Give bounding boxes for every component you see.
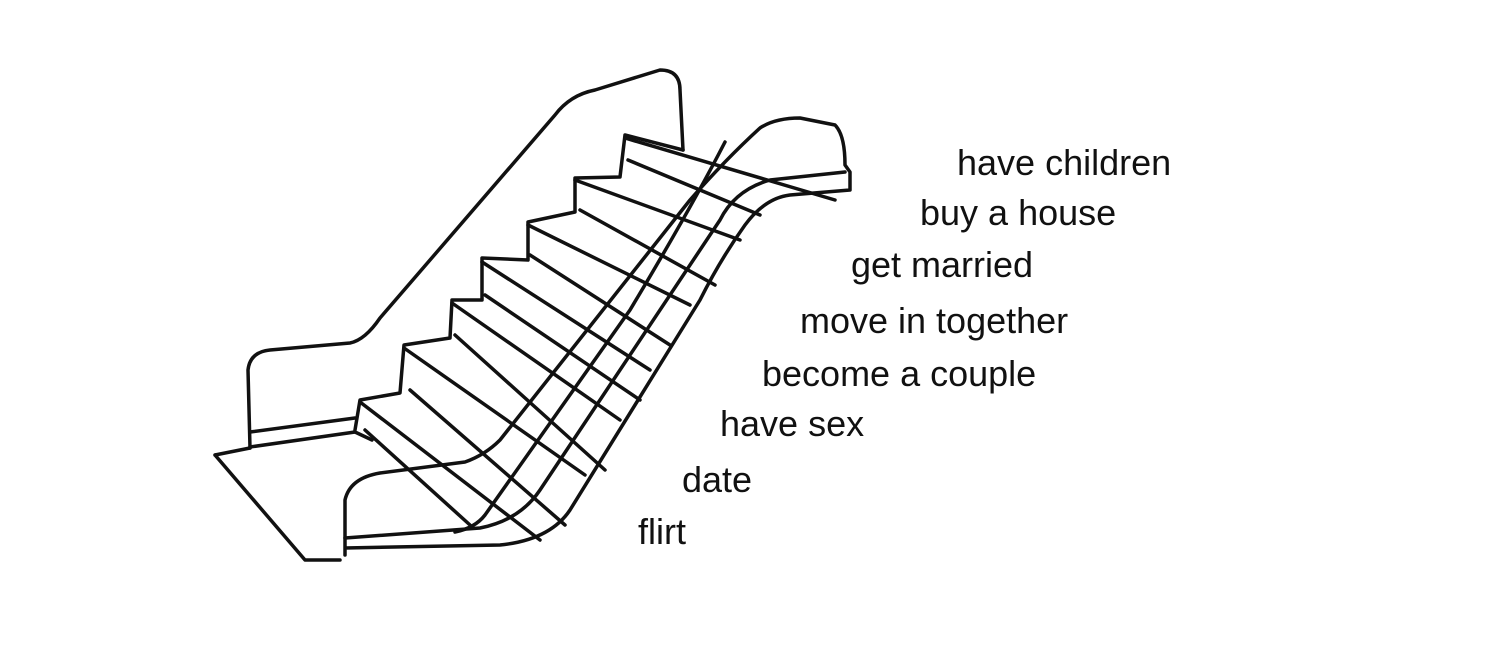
front-handrail [343, 116, 852, 557]
step-label-become-a-couple: become a couple [762, 353, 1037, 394]
step-label-have-children: have children [957, 142, 1172, 183]
step-profile [353, 133, 685, 432]
step-label-get-married: get married [851, 244, 1034, 285]
back-handrail [246, 68, 685, 450]
step-label-date: date [682, 459, 753, 500]
step-label-move-in-together: move in together [800, 300, 1069, 341]
step-label-flirt: flirt [638, 511, 686, 552]
step-label-buy-a-house: buy a house [920, 192, 1117, 233]
floor-plate [213, 430, 374, 562]
tread-lines [358, 136, 837, 542]
center-line [453, 140, 727, 534]
back-rail-base [248, 416, 357, 449]
front-rail-inner [343, 170, 847, 540]
step-label-have-sex: have sex [720, 403, 865, 444]
